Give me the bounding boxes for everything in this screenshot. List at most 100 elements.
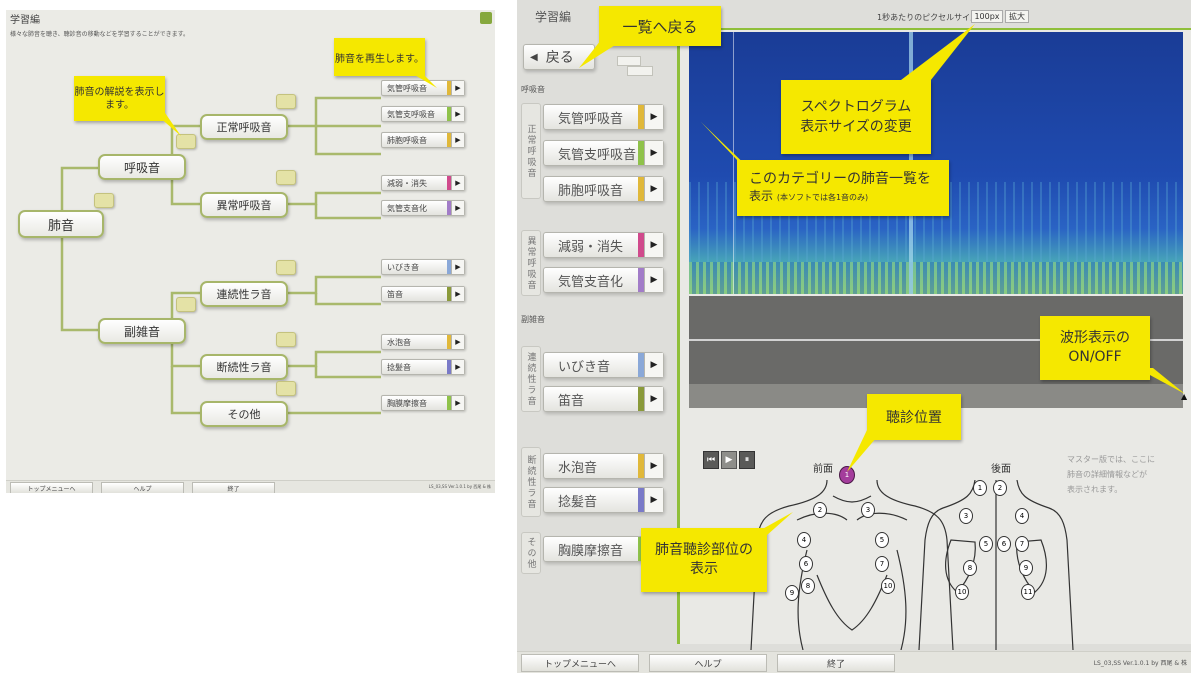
tree-node-lung-sound[interactable]: 肺音 [18, 210, 104, 238]
zoom-button[interactable]: 拡大 [1005, 10, 1029, 23]
auscultation-site[interactable]: 7 [1015, 536, 1029, 552]
play-icon[interactable]: ▶ [451, 335, 464, 349]
auscultation-site[interactable]: 4 [1015, 508, 1029, 524]
leaf-coarse-crackle[interactable]: 水泡音▶ [381, 334, 465, 350]
category-label-abnormal: 異常呼吸音 [521, 230, 541, 296]
auscultation-site[interactable]: 8 [801, 578, 815, 594]
color-strip [447, 360, 452, 374]
sound-button-wheeze[interactable]: 笛音▶ [543, 386, 664, 412]
auscultation-site[interactable]: 2 [813, 502, 827, 518]
color-strip [447, 107, 452, 121]
explain-icon[interactable] [94, 193, 114, 208]
auscultation-site[interactable]: 10 [881, 578, 895, 594]
sound-button-vesicular[interactable]: 肺胞呼吸音▶ [543, 176, 664, 202]
auscultation-site-selected[interactable]: 1 [839, 466, 855, 484]
sound-button-bronchial-change[interactable]: 気管支音化▶ [543, 267, 664, 293]
tree-node-adventitious-sound[interactable]: 副雑音 [98, 318, 186, 344]
sound-button-tracheal[interactable]: 気管呼吸音▶ [543, 104, 664, 130]
play-icon[interactable]: ▶ [451, 360, 464, 374]
top-menu-button[interactable]: トップメニューへ [10, 482, 93, 493]
auscultation-site[interactable]: 11 [1021, 584, 1035, 600]
callout-category-list-line2-wrap: 表示 (本ソフトでは各1音のみ) [749, 188, 868, 206]
auscultation-site[interactable]: 5 [979, 536, 993, 552]
leaf-rhonchi[interactable]: いびき音▶ [381, 259, 465, 275]
play-icon[interactable]: ▶ [451, 81, 464, 95]
leaf-pleural-rub[interactable]: 胸膜摩擦音▶ [381, 395, 465, 411]
tree-node-breath-sound[interactable]: 呼吸音 [98, 154, 186, 180]
play-icon[interactable]: ▶ [451, 260, 464, 274]
auscultation-site[interactable]: 6 [997, 536, 1011, 552]
leaf-fine-crackle[interactable]: 捻髪音▶ [381, 359, 465, 375]
auscultation-site[interactable]: 5 [875, 532, 889, 548]
auscultation-site[interactable]: 6 [799, 556, 813, 572]
auscultation-site[interactable]: 8 [963, 560, 977, 576]
help-button[interactable]: ヘルプ [101, 482, 184, 493]
back-arrow-icon: ◀ [530, 51, 538, 63]
sound-button-coarse-crackle[interactable]: 水泡音▶ [543, 453, 664, 479]
back-button[interactable]: ◀ 戻る [523, 44, 595, 70]
play-icon[interactable]: ▶ [644, 233, 663, 257]
explain-icon[interactable] [276, 260, 296, 275]
explain-icon[interactable] [276, 332, 296, 347]
auscultation-site[interactable]: 9 [1019, 560, 1033, 576]
play-icon[interactable]: ▶ [644, 268, 663, 292]
play-icon[interactable]: ▶ [644, 488, 663, 512]
sound-button-diminished[interactable]: 減弱・消失▶ [543, 232, 664, 258]
spectrogram-low-band [689, 262, 1183, 294]
auscultation-site[interactable]: 9 [785, 585, 799, 601]
exit-button[interactable]: 終了 [777, 654, 895, 672]
leaf-vesicular-breath[interactable]: 肺胞呼吸音▶ [381, 132, 465, 148]
waveform-toggle-icon[interactable]: ▲ [1181, 392, 1188, 401]
exit-button[interactable]: 終了 [192, 482, 275, 493]
play-icon[interactable]: ▶ [451, 176, 464, 190]
play-icon[interactable]: ▶ [644, 105, 663, 129]
callout-waveform-toggle: 波形表示の ON/OFF [1040, 316, 1150, 380]
play-icon[interactable]: ▶ [644, 177, 663, 201]
callout-category-list-line1: このカテゴリーの肺音一覧を [749, 171, 931, 187]
pause-icon[interactable]: ⏸ [739, 451, 755, 469]
leaf-wheeze[interactable]: 笛音 ▶ [381, 286, 465, 302]
auscultation-site[interactable]: 7 [875, 556, 889, 572]
help-button[interactable]: ヘルプ [649, 654, 767, 672]
learning-screen: 学習編 ◀ 戻る 呼吸音 副雑音 正常呼吸音 異常呼吸音 連続性ラ音 断続性ラ音… [517, 0, 1191, 673]
play-icon[interactable]: ▶ [721, 451, 737, 469]
auscultation-site[interactable]: 4 [797, 532, 811, 548]
play-icon[interactable]: ▶ [644, 141, 663, 165]
sound-button-rhonchi[interactable]: いびき音▶ [543, 352, 664, 378]
auscultation-site[interactable]: 3 [959, 508, 973, 524]
leaf-bronchial-change[interactable]: 気管支音化▶ [381, 200, 465, 216]
leaf-tracheal-breath[interactable]: 気管呼吸音▶ [381, 80, 465, 96]
leaf-diminished[interactable]: 減弱・消失▶ [381, 175, 465, 191]
tree-node-other[interactable]: その他 [200, 401, 288, 427]
explain-icon[interactable] [176, 297, 196, 312]
auscultation-site[interactable]: 10 [955, 584, 969, 600]
play-icon[interactable]: ▶ [451, 133, 464, 147]
leaf-bronchial-breath[interactable]: 気管支呼吸音▶ [381, 106, 465, 122]
tree-node-continuous-rale[interactable]: 連続性ラ音 [200, 281, 288, 307]
explain-icon[interactable] [176, 134, 196, 149]
play-icon[interactable]: ▶ [451, 287, 464, 301]
play-icon[interactable]: ▶ [451, 396, 464, 410]
top-menu-button[interactable]: トップメニューへ [521, 654, 639, 672]
skip-back-icon[interactable]: ⏮ [703, 451, 719, 469]
sound-button-bronchial[interactable]: 気管支呼吸音▶ [543, 140, 664, 166]
auscultation-site[interactable]: 3 [861, 502, 875, 518]
explain-icon[interactable] [276, 381, 296, 396]
color-strip [447, 81, 452, 95]
minimize-icon[interactable] [480, 12, 492, 24]
sound-button-fine-crackle[interactable]: 捻髪音▶ [543, 487, 664, 513]
play-icon[interactable]: ▶ [451, 107, 464, 121]
explain-icon[interactable] [276, 94, 296, 109]
pixel-size-input[interactable]: 100px [971, 10, 1003, 23]
auscultation-site[interactable]: 2 [993, 480, 1007, 496]
play-icon[interactable]: ▶ [644, 353, 663, 377]
play-icon[interactable]: ▶ [451, 201, 464, 215]
explain-icon[interactable] [276, 170, 296, 185]
tree-node-abnormal-breath[interactable]: 異常呼吸音 [200, 192, 288, 218]
leaf-label: 笛音 [387, 289, 403, 299]
auscultation-site[interactable]: 1 [973, 480, 987, 496]
play-icon[interactable]: ▶ [644, 387, 663, 411]
tree-node-discontinuous-rale[interactable]: 断続性ラ音 [200, 354, 288, 380]
play-icon[interactable]: ▶ [644, 454, 663, 478]
tree-node-normal-breath[interactable]: 正常呼吸音 [200, 114, 288, 140]
